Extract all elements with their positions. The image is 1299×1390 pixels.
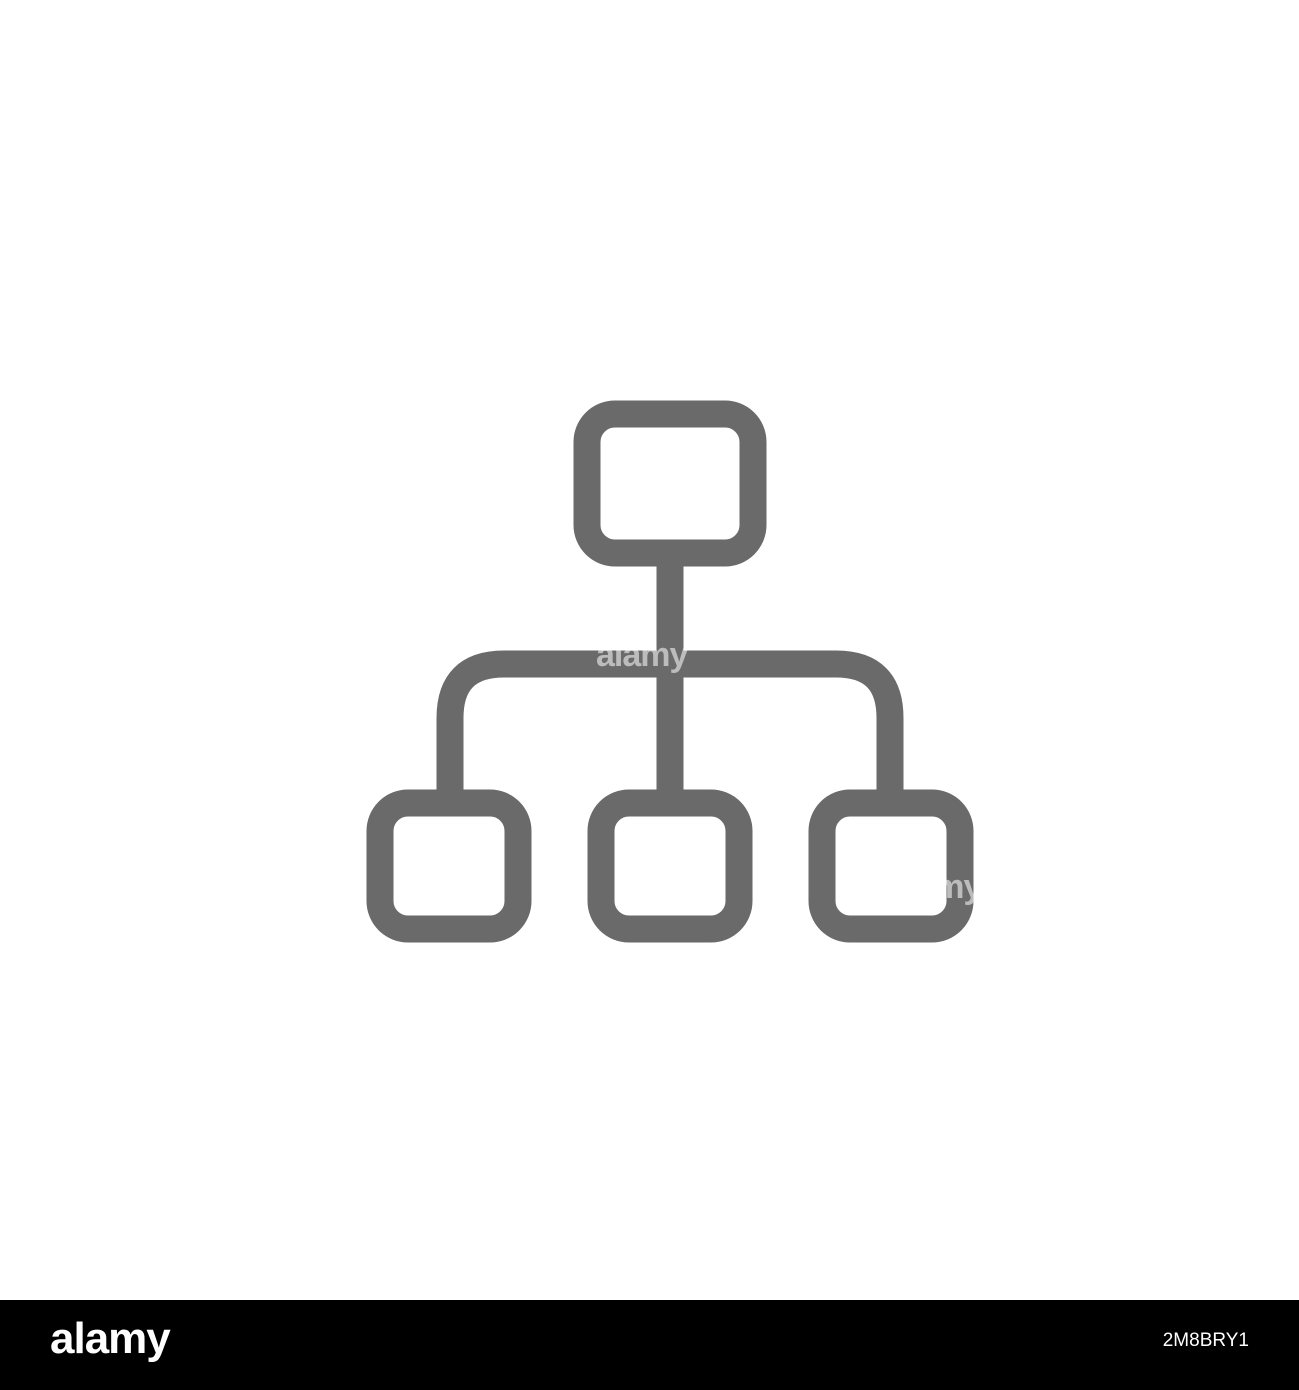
child-node-box-left bbox=[366, 789, 532, 943]
hierarchy-icon bbox=[366, 400, 974, 943]
root-node-box bbox=[573, 400, 767, 567]
brand-logo: alamy bbox=[50, 1314, 171, 1363]
child-node-box-right bbox=[808, 789, 974, 943]
branch-connector bbox=[436, 650, 904, 803]
image-id: 2M8BRY1 bbox=[1162, 1330, 1249, 1351]
child-node-box-middle bbox=[587, 789, 753, 943]
image-canvas: alamy alamy bbox=[366, 400, 974, 943]
footer-bar: alamy 2M8BRY1 bbox=[0, 1300, 1299, 1390]
